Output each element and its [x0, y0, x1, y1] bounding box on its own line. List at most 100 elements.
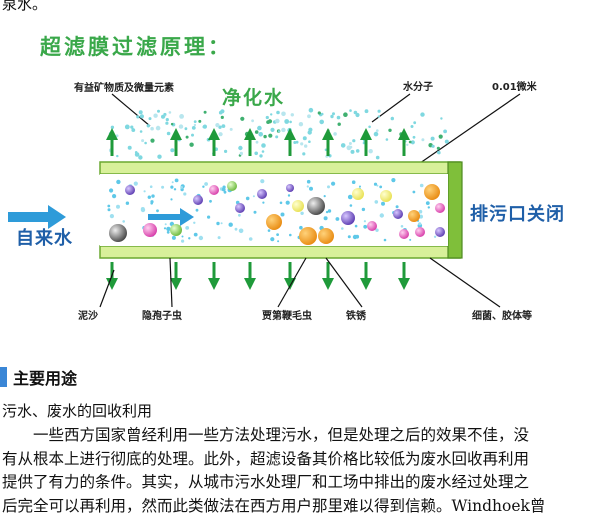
water-drop — [116, 154, 119, 158]
water-drop — [430, 136, 435, 141]
water-molecule — [418, 209, 423, 214]
diagram-title: 超滤膜过滤原理： — [40, 35, 232, 59]
water-drop — [191, 126, 196, 130]
water-drop — [218, 110, 223, 115]
water-drop — [155, 125, 161, 131]
down-arrow-head — [106, 278, 118, 290]
water-molecule — [280, 212, 285, 217]
contaminant-particle — [193, 195, 203, 205]
water-molecule — [433, 235, 437, 238]
water-molecule — [238, 213, 241, 217]
water-molecule — [198, 235, 204, 241]
water-drop — [218, 132, 223, 137]
contaminant-particles — [107, 178, 445, 245]
water-drop — [165, 121, 169, 125]
water-drop — [377, 109, 381, 113]
water-molecule — [147, 195, 151, 199]
water-drop — [349, 145, 353, 149]
water-molecule — [409, 238, 412, 241]
label-rust: 铁锈 — [346, 309, 366, 322]
water-drop — [337, 122, 341, 126]
water-molecule — [363, 220, 366, 223]
water-molecule — [299, 225, 303, 230]
contaminant-particle — [266, 214, 282, 230]
water-molecule — [170, 198, 173, 201]
water-molecule — [260, 179, 265, 184]
water-molecule — [381, 201, 385, 206]
water-molecule — [277, 240, 280, 243]
water-drop — [224, 149, 228, 153]
water-drop — [336, 115, 341, 120]
water-molecule — [193, 232, 198, 237]
water-drop — [307, 130, 312, 135]
water-drop — [191, 133, 194, 137]
water-drop — [218, 125, 222, 129]
water-drop — [110, 125, 115, 129]
water-molecule — [323, 195, 326, 198]
water-molecule — [276, 233, 279, 237]
water-molecule — [193, 221, 196, 224]
water-drop — [277, 130, 281, 133]
down-arrow-head — [170, 278, 182, 290]
water-drop — [355, 112, 360, 118]
up-arrow-head — [244, 128, 256, 140]
water-drop — [202, 125, 206, 129]
contaminant-particle — [393, 209, 403, 219]
water-molecule — [361, 207, 366, 212]
water-molecule — [289, 233, 292, 237]
water-drop — [220, 115, 224, 119]
water-molecule — [216, 221, 220, 226]
water-molecule — [427, 206, 430, 209]
purified-water-label: 净化水 — [222, 86, 285, 109]
water-molecule — [116, 179, 121, 185]
water-molecule — [217, 236, 221, 240]
contaminant-particle — [227, 181, 237, 191]
water-drop — [240, 116, 245, 121]
water-drop — [350, 149, 355, 154]
water-drop — [262, 143, 265, 146]
up-arrow-head — [322, 128, 334, 140]
water-drop — [348, 142, 352, 145]
water-molecule — [181, 239, 185, 243]
label-cryptosporidium: 隐孢子虫 — [142, 309, 182, 322]
contaminant-particle — [318, 228, 334, 244]
water-molecule — [173, 188, 177, 191]
water-drop — [317, 111, 321, 115]
section-heading: 主要用途 — [0, 366, 77, 388]
water-drop — [412, 135, 416, 139]
pore-size-label: 0.01微米 — [492, 80, 538, 93]
water-molecule — [195, 208, 199, 212]
water-molecule — [287, 194, 291, 197]
water-drop — [408, 140, 412, 144]
water-molecule — [171, 181, 174, 184]
water-molecule — [267, 229, 271, 232]
water-drop — [263, 134, 267, 139]
up-arrow-head — [284, 128, 296, 140]
water-drop — [390, 116, 394, 121]
contaminant-particle — [235, 203, 245, 213]
water-molecule — [375, 228, 379, 232]
water-drop — [437, 151, 441, 155]
contaminant-particle — [435, 227, 445, 237]
water-molecule — [188, 237, 191, 240]
up-arrow-head — [208, 128, 220, 140]
mineral-label: 有益矿物质及微量元素 — [74, 81, 174, 94]
water-molecule — [306, 185, 309, 188]
water-molecule — [202, 185, 205, 188]
water-drop — [284, 119, 290, 124]
water-drop — [221, 124, 226, 128]
water-molecule — [383, 238, 387, 242]
water-drop — [193, 123, 197, 127]
contaminant-particle — [170, 224, 182, 236]
water-molecule — [354, 224, 358, 228]
water-molecule — [125, 201, 130, 205]
water-drop — [298, 122, 304, 127]
water-molecule — [349, 204, 353, 207]
contaminant-particle — [399, 229, 409, 239]
water-drop — [170, 148, 175, 153]
contaminant-particle — [292, 200, 304, 212]
water-molecule — [418, 222, 422, 226]
water-molecule — [143, 190, 146, 193]
water-drop — [251, 119, 255, 123]
water-drop — [368, 149, 373, 154]
